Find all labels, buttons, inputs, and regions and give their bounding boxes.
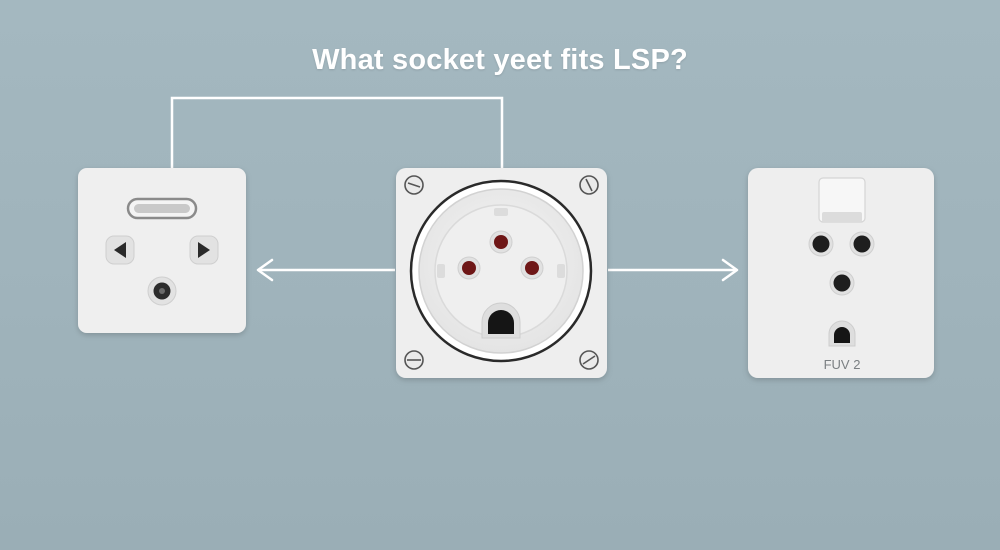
diagram-title: What socket yeet fits LSP? — [312, 44, 688, 76]
arrow-left — [256, 258, 395, 282]
center-socket — [396, 168, 607, 378]
left-socket-pin-right — [189, 235, 219, 265]
right-socket-earth-slot — [828, 320, 856, 347]
screw-icon — [579, 175, 599, 195]
center-socket-pin-left — [457, 256, 481, 280]
center-socket-pin-top — [489, 230, 513, 254]
left-socket-pin-earth — [147, 276, 177, 306]
screw-icon — [579, 350, 599, 370]
arrow-right — [608, 258, 739, 282]
right-socket-label: FUV 2 — [824, 357, 861, 372]
center-socket-pin-right — [520, 256, 544, 280]
left-socket-plate — [78, 168, 246, 333]
connector-line-top — [170, 96, 504, 168]
screw-icon — [404, 350, 424, 370]
right-socket-pin-right — [849, 231, 875, 257]
screw-icon — [404, 175, 424, 195]
right-socket-top-tab — [818, 177, 866, 223]
right-socket-pin-center — [829, 270, 855, 296]
right-socket: FUV 2 — [748, 168, 934, 378]
left-socket — [78, 168, 246, 333]
right-socket-pin-left — [808, 231, 834, 257]
center-socket-earth-slot — [481, 302, 521, 339]
left-socket-pin-left — [105, 235, 135, 265]
